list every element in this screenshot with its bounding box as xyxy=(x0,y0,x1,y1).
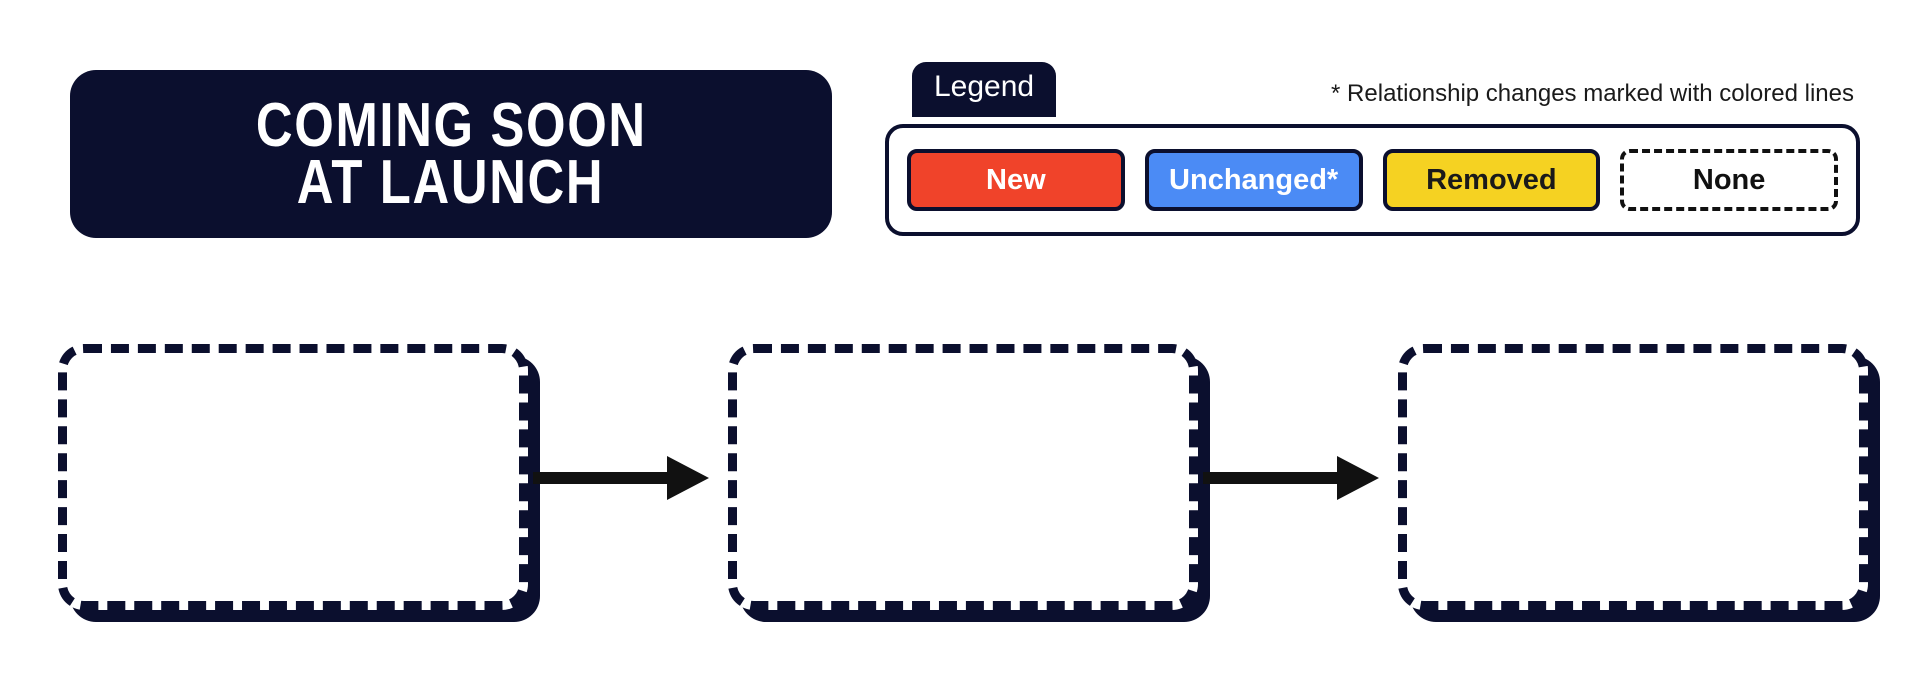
arrow-shaft-icon xyxy=(1203,472,1353,484)
legend-panel: * Relationship changes marked with color… xyxy=(885,62,1860,240)
flow-node-2[interactable] xyxy=(728,344,1198,610)
legend-chip-removed[interactable]: Removed xyxy=(1382,149,1601,211)
flow-node-3[interactable] xyxy=(1398,344,1868,610)
arrow-shaft-icon xyxy=(533,472,683,484)
coming-soon-banner: COMING SOON AT LAUNCH xyxy=(70,70,832,238)
arrow-head-icon xyxy=(1337,456,1379,500)
legend-chip-new[interactable]: New xyxy=(907,149,1125,211)
banner-line-2: AT LAUNCH xyxy=(297,148,605,217)
legend-tab-label: Legend xyxy=(912,62,1057,117)
legend-chip-row: New Unchanged* Removed None xyxy=(885,124,1860,236)
flow-arrow-1 xyxy=(533,456,719,500)
flow-node-1[interactable] xyxy=(58,344,528,610)
flow-arrow-2 xyxy=(1203,456,1389,500)
arrow-head-icon xyxy=(667,456,709,500)
legend-footnote: * Relationship changes marked with color… xyxy=(1331,80,1854,107)
legend-chip-none[interactable]: None xyxy=(1620,149,1838,211)
flow-diagram xyxy=(0,330,1920,630)
legend-chip-unchanged[interactable]: Unchanged* xyxy=(1144,149,1363,211)
banner-line-1: COMING SOON xyxy=(255,90,647,160)
